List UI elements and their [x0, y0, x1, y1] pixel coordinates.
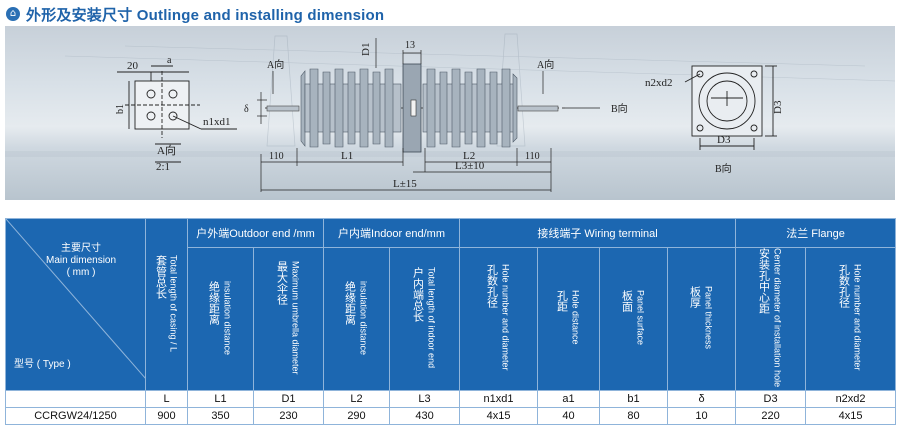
label-n1xd1: n1xd1	[203, 116, 231, 128]
corner-header-cell: 主要尺寸 Main dimension ( mm ) 型号 ( Type )	[5, 217, 146, 392]
section-title: ⌂ 外形及安装尺寸 Outlinge and installing dimens…	[6, 3, 384, 25]
value-cell: 4x15	[459, 407, 539, 425]
a-view-plate	[117, 65, 237, 163]
section-title-text: 外形及安装尺寸 Outlinge and installing dimensio…	[26, 6, 385, 24]
indoor-sheds	[422, 68, 518, 148]
group-header-indoor: 户内端Indoor end/mm	[322, 218, 461, 248]
label-b-view: B向	[715, 162, 732, 175]
label-L3: L3±10	[455, 160, 485, 172]
symbol-cell: L	[145, 390, 188, 409]
type-cell: CCRGW24/1250	[5, 407, 146, 425]
value-cell: 220	[735, 407, 807, 425]
label-L2: L2	[463, 150, 475, 162]
label-D3-bottom: D3	[717, 134, 731, 146]
label-b-dir: B向	[611, 102, 628, 115]
label-n2xd2: n2xd2	[645, 77, 673, 89]
group-header-flange: 法兰 Flange	[735, 218, 897, 248]
symbol-cell: δ	[667, 390, 737, 409]
symbol-cell: D1	[253, 390, 324, 409]
label-L1: L1	[341, 150, 353, 162]
label-a-right: A向	[537, 58, 554, 71]
corner-type: 型号 ( Type )	[14, 359, 71, 371]
corner-main-en: Main dimension	[46, 255, 117, 266]
table-row: CCRGW24/1250 900 350 230 290 430 4x15 40…	[5, 407, 897, 425]
symbol-cell: b1	[599, 390, 669, 409]
label-13: 13	[405, 40, 415, 51]
symbol-row: L L1 D1 L2 L3 n1xd1 a1 b1 δ D3 n2xd2	[5, 390, 897, 409]
value-cell: 900	[145, 407, 188, 425]
value-cell: 40	[537, 407, 601, 425]
value-cell: 350	[187, 407, 254, 425]
label-scale: 2:1	[156, 161, 170, 173]
symbol-cell: L3	[388, 390, 461, 409]
symbol-cell: a1	[537, 390, 601, 409]
label-a-left: A向	[267, 58, 284, 71]
corner-main-dimension: 主要尺寸 Main dimension ( mm )	[46, 243, 116, 279]
label-L: L±15	[393, 178, 417, 190]
symbol-cell	[5, 390, 146, 409]
value-cell: 430	[388, 407, 461, 425]
bushing-body	[265, 63, 565, 153]
corner-main-zh: 主要尺寸	[61, 243, 102, 254]
circle-badge-icon: ⌂	[6, 7, 20, 21]
value-cell: 10	[667, 407, 737, 425]
value-cell: 290	[323, 407, 390, 425]
label-a-top: a	[167, 55, 172, 66]
label-a-view: A向	[157, 143, 176, 157]
label-b1: b1	[115, 104, 126, 114]
corner-unit: ( mm )	[66, 267, 96, 278]
value-cell: 230	[253, 407, 324, 425]
label-20: 20	[127, 60, 139, 72]
label-110-left: 110	[269, 151, 284, 162]
symbol-cell: n2xd2	[805, 390, 897, 409]
dimension-table-wrap: 主要尺寸 Main dimension ( mm ) 型号 ( Type ) T…	[5, 217, 897, 425]
group-header-wiring: 接线端子 Wiring terminal	[459, 218, 737, 248]
symbol-cell: D3	[735, 390, 807, 409]
label-110-right: 110	[525, 151, 540, 162]
label-D1: D1	[360, 43, 372, 56]
symbol-cell: n1xd1	[459, 390, 539, 409]
b-view-flange	[684, 65, 777, 150]
outdoor-sheds	[300, 68, 402, 148]
dimension-lines	[257, 38, 600, 192]
technical-drawing: 20 a b1 n1xd1 A向 2:1	[5, 26, 895, 200]
symbol-cell: L2	[323, 390, 390, 409]
label-D3-side: D3	[772, 100, 784, 114]
label-delta: δ	[244, 104, 249, 115]
dimension-table: 主要尺寸 Main dimension ( mm ) 型号 ( Type ) T…	[5, 217, 897, 425]
group-header-outdoor: 户外端Outdoor end /mm	[187, 218, 324, 248]
symbol-cell: L1	[187, 390, 254, 409]
corner-diagonal	[6, 219, 146, 379]
value-cell: 4x15	[805, 407, 897, 425]
value-cell: 80	[599, 407, 669, 425]
drawing-svg: 20 a b1 n1xd1 A向 2:1	[5, 33, 895, 192]
